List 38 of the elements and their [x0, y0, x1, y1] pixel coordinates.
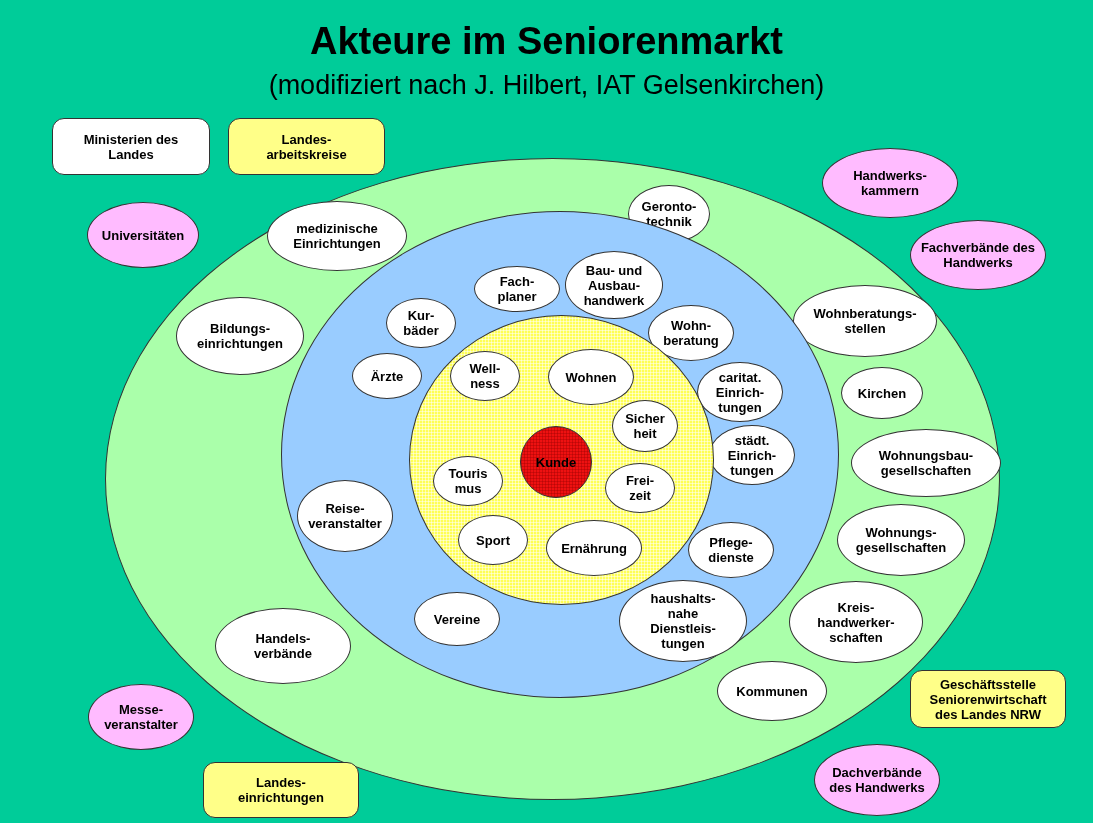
actor-ellipse: Kur- bäder — [386, 298, 456, 348]
actor-ellipse: Sport — [458, 515, 528, 565]
label-card: Landes- arbeitskreise — [228, 118, 385, 175]
center-circle: Kunde — [520, 426, 592, 498]
actor-ellipse: Messe- veranstalter — [88, 684, 194, 750]
actor-ellipse: Ärzte — [352, 353, 422, 399]
actor-ellipse: Handels- verbände — [215, 608, 351, 684]
actor-ellipse: Dachverbände des Handwerks — [814, 744, 940, 816]
actor-ellipse: Handwerks- kammern — [822, 148, 958, 218]
actor-ellipse: Universitäten — [87, 202, 199, 268]
actor-ellipse: haushalts- nahe Dienstleis- tungen — [619, 580, 747, 662]
actor-ellipse: Frei- zeit — [605, 463, 675, 513]
actor-ellipse: Well- ness — [450, 351, 520, 401]
actor-ellipse: Fach- planer — [474, 266, 560, 312]
label-card: Landes- einrichtungen — [203, 762, 359, 818]
actor-ellipse: Vereine — [414, 592, 500, 646]
actor-ellipse: Kommunen — [717, 661, 827, 721]
actor-ellipse: caritat. Einrich- tungen — [697, 362, 783, 422]
actor-ellipse: Ernährung — [546, 520, 642, 576]
title: Akteure im Seniorenmarkt — [308, 20, 785, 63]
actor-ellipse: Fachverbände des Handwerks — [910, 220, 1046, 290]
actor-ellipse: Kreis- handwerker- schaften — [789, 581, 923, 663]
actor-ellipse: medizinische Einrichtungen — [267, 201, 407, 271]
label-card: Geschäftsstelle Seniorenwirtschaft des Landes NRW — [910, 670, 1066, 728]
actor-ellipse: Touris mus — [433, 456, 503, 506]
actor-ellipse: Wohnberatungs- stellen — [793, 285, 937, 357]
actor-ellipse: Wohnungs- gesellschaften — [837, 504, 965, 576]
actor-ellipse: Wohnungsbau- gesellschaften — [851, 429, 1001, 497]
actor-ellipse: Bildungs- einrichtungen — [176, 297, 304, 375]
actor-ellipse: Bau- und Ausbau- handwerk — [565, 251, 663, 319]
label-card: Ministerien des Landes — [52, 118, 210, 175]
actor-ellipse: Sicher heit — [612, 400, 678, 452]
actor-ellipse: Reise- veranstalter — [297, 480, 393, 552]
actor-ellipse: Wohnen — [548, 349, 634, 405]
actor-ellipse: Pflege- dienste — [688, 522, 774, 578]
actor-ellipse: Wohn- beratung — [648, 305, 734, 361]
subtitle: (modifiziert nach J. Hilbert, IAT Gelsenkirchen) — [267, 70, 826, 101]
actor-ellipse: Kirchen — [841, 367, 923, 419]
